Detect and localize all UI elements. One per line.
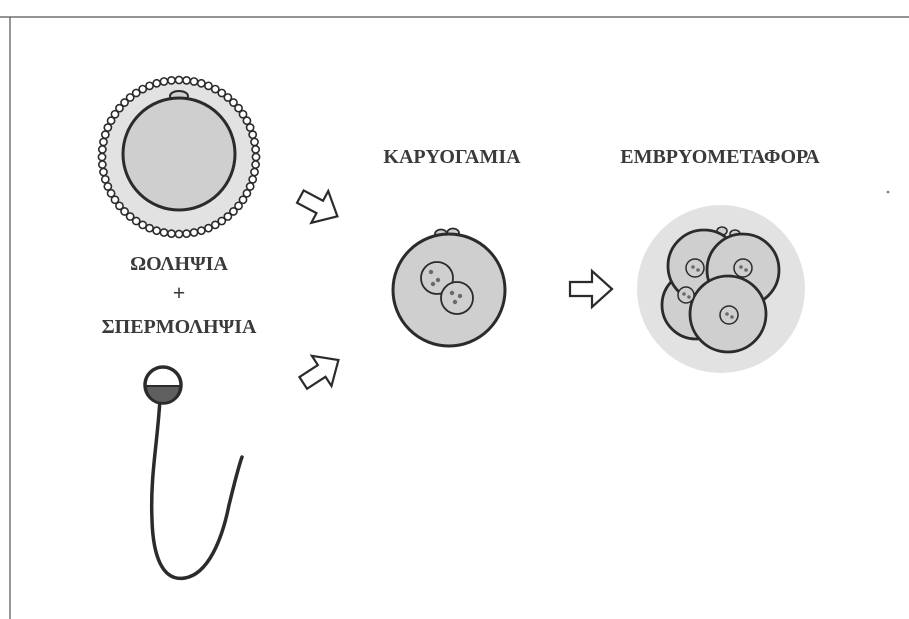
plus-sign: + <box>173 280 186 305</box>
corona-bead <box>168 77 175 84</box>
corona-bead <box>153 80 160 87</box>
nucleolus <box>453 300 457 304</box>
corona-bead <box>190 78 197 85</box>
nucleolus <box>725 312 729 316</box>
nucleolus <box>730 315 734 319</box>
oocyte-cell <box>123 98 235 210</box>
corona-bead <box>252 161 259 168</box>
corona-bead <box>198 80 205 87</box>
corona-bead <box>153 227 160 234</box>
corona-bead <box>168 230 175 237</box>
nucleolus <box>687 295 691 299</box>
nucleolus <box>744 268 748 272</box>
nucleolus <box>431 282 435 286</box>
corona-bead <box>104 183 111 190</box>
corona-bead <box>160 229 167 236</box>
corona-bead <box>251 168 258 175</box>
pronucleus-right <box>441 282 473 314</box>
corona-bead <box>205 225 212 232</box>
corona-bead <box>249 176 256 183</box>
arrow-upper-icon <box>292 181 346 233</box>
nucleolus <box>739 265 743 269</box>
corona-bead <box>252 146 259 153</box>
blastomere-nucleus <box>734 259 752 277</box>
corona-bead <box>252 153 259 160</box>
corona-bead <box>183 77 190 84</box>
blastomere-nucleus <box>678 287 694 303</box>
nucleolus <box>436 278 440 282</box>
sperm-retrieval-label: ΣΠΕΡΜΟΛΗΨΙΑ <box>102 316 257 338</box>
sperm-tail <box>152 398 242 578</box>
corona-bead <box>175 76 182 83</box>
corona-bead <box>102 131 109 138</box>
arrow-lower-icon <box>293 345 348 398</box>
oocyte-illustration <box>98 76 259 237</box>
arrow-middle-icon <box>570 271 612 307</box>
karyogamy-label: ΚΑΡΥΟΓΑΜΙΑ <box>383 146 521 168</box>
corona-bead <box>190 229 197 236</box>
corona-bead <box>100 138 107 145</box>
corona-bead <box>102 176 109 183</box>
nucleolus <box>696 268 700 272</box>
corona-bead <box>100 168 107 175</box>
corona-bead <box>175 230 182 237</box>
blastomere-nucleus <box>686 259 704 277</box>
nucleolus <box>450 291 454 295</box>
corona-bead <box>160 78 167 85</box>
corona-bead <box>247 124 254 131</box>
embryo-illustration <box>637 205 805 373</box>
embryo-transfer-label: ΕΜΒΡΥΟΜΕΤΑΦΟΡΑ <box>620 146 820 168</box>
nucleolus <box>458 294 462 298</box>
blastomere-nucleus <box>720 306 738 324</box>
oocyte-retrieval-label: ΩΟΛΗΨΙΑ <box>130 253 228 275</box>
corona-bead <box>198 227 205 234</box>
sperm-illustration <box>145 367 242 578</box>
nucleolus <box>429 270 433 274</box>
corona-bead <box>99 146 106 153</box>
corona-bead <box>183 230 190 237</box>
nucleolus <box>691 265 695 269</box>
corona-bead <box>146 82 153 89</box>
nucleolus <box>682 292 686 296</box>
corona-bead <box>251 138 258 145</box>
scan-speck <box>887 191 890 194</box>
corona-bead <box>99 161 106 168</box>
corona-bead <box>249 131 256 138</box>
zygote-illustration <box>393 229 505 347</box>
corona-bead <box>98 153 105 160</box>
